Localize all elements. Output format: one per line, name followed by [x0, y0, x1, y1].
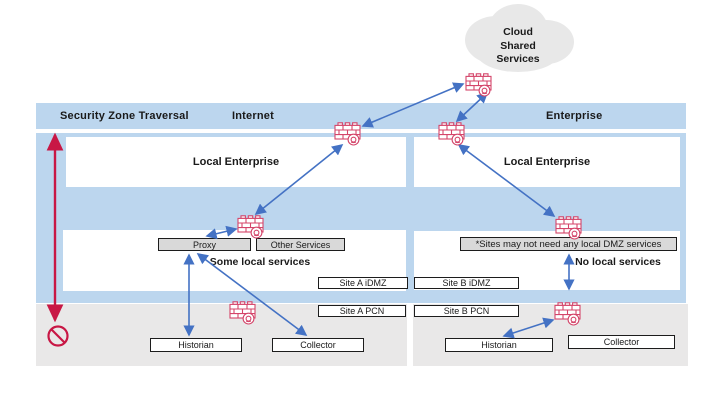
- zone-label-internet: Internet: [232, 110, 274, 122]
- site-a-idmz-box: Site A iDMZ: [318, 277, 408, 289]
- other-services-box: Other Services: [256, 238, 345, 251]
- cloud-shape: [465, 4, 574, 72]
- zone-header-band: [36, 103, 686, 129]
- historian-a-box: Historian: [150, 338, 242, 352]
- firewall-icon-site-b-idmz: [555, 216, 582, 240]
- firewall-icon-site-b-pcn: [554, 302, 581, 326]
- firewall-icon-internet-left: [334, 122, 361, 146]
- firewall-icon-site-a-idmz: [237, 215, 264, 239]
- proxy-box: Proxy: [158, 238, 251, 251]
- collector-b-box: Collector: [568, 335, 675, 349]
- no-local-services-label: No local services: [575, 256, 661, 268]
- sites-note-box: *Sites may not need any local DMZ servic…: [460, 237, 677, 251]
- site-b-idmz-box: Site B iDMZ: [414, 277, 519, 289]
- collector-a-box: Collector: [272, 338, 364, 352]
- firewall-icon-internet-right: [438, 122, 465, 146]
- historian-b-box: Historian: [445, 338, 553, 352]
- local-enterprise-left-region: [66, 137, 406, 187]
- some-local-services-label: Some local services: [209, 256, 311, 268]
- cloud-label-line1: Cloud: [503, 26, 533, 38]
- site-b-pcn-box: Site B PCN: [414, 305, 519, 317]
- firewall-icon-cloud: [465, 73, 492, 97]
- firewall-icon-site-a-pcn: [229, 301, 256, 325]
- cloud-label-line3: Services: [496, 53, 540, 66]
- site-a-pcn-box: Site A PCN: [318, 305, 406, 317]
- zone-label-security-traversal: Security Zone Traversal: [60, 110, 189, 122]
- cloud-label-line2: Shared: [500, 39, 536, 52]
- zone-label-enterprise: Enterprise: [546, 110, 603, 122]
- cloud-shared-services-label: Cloud Shared Services: [468, 26, 568, 67]
